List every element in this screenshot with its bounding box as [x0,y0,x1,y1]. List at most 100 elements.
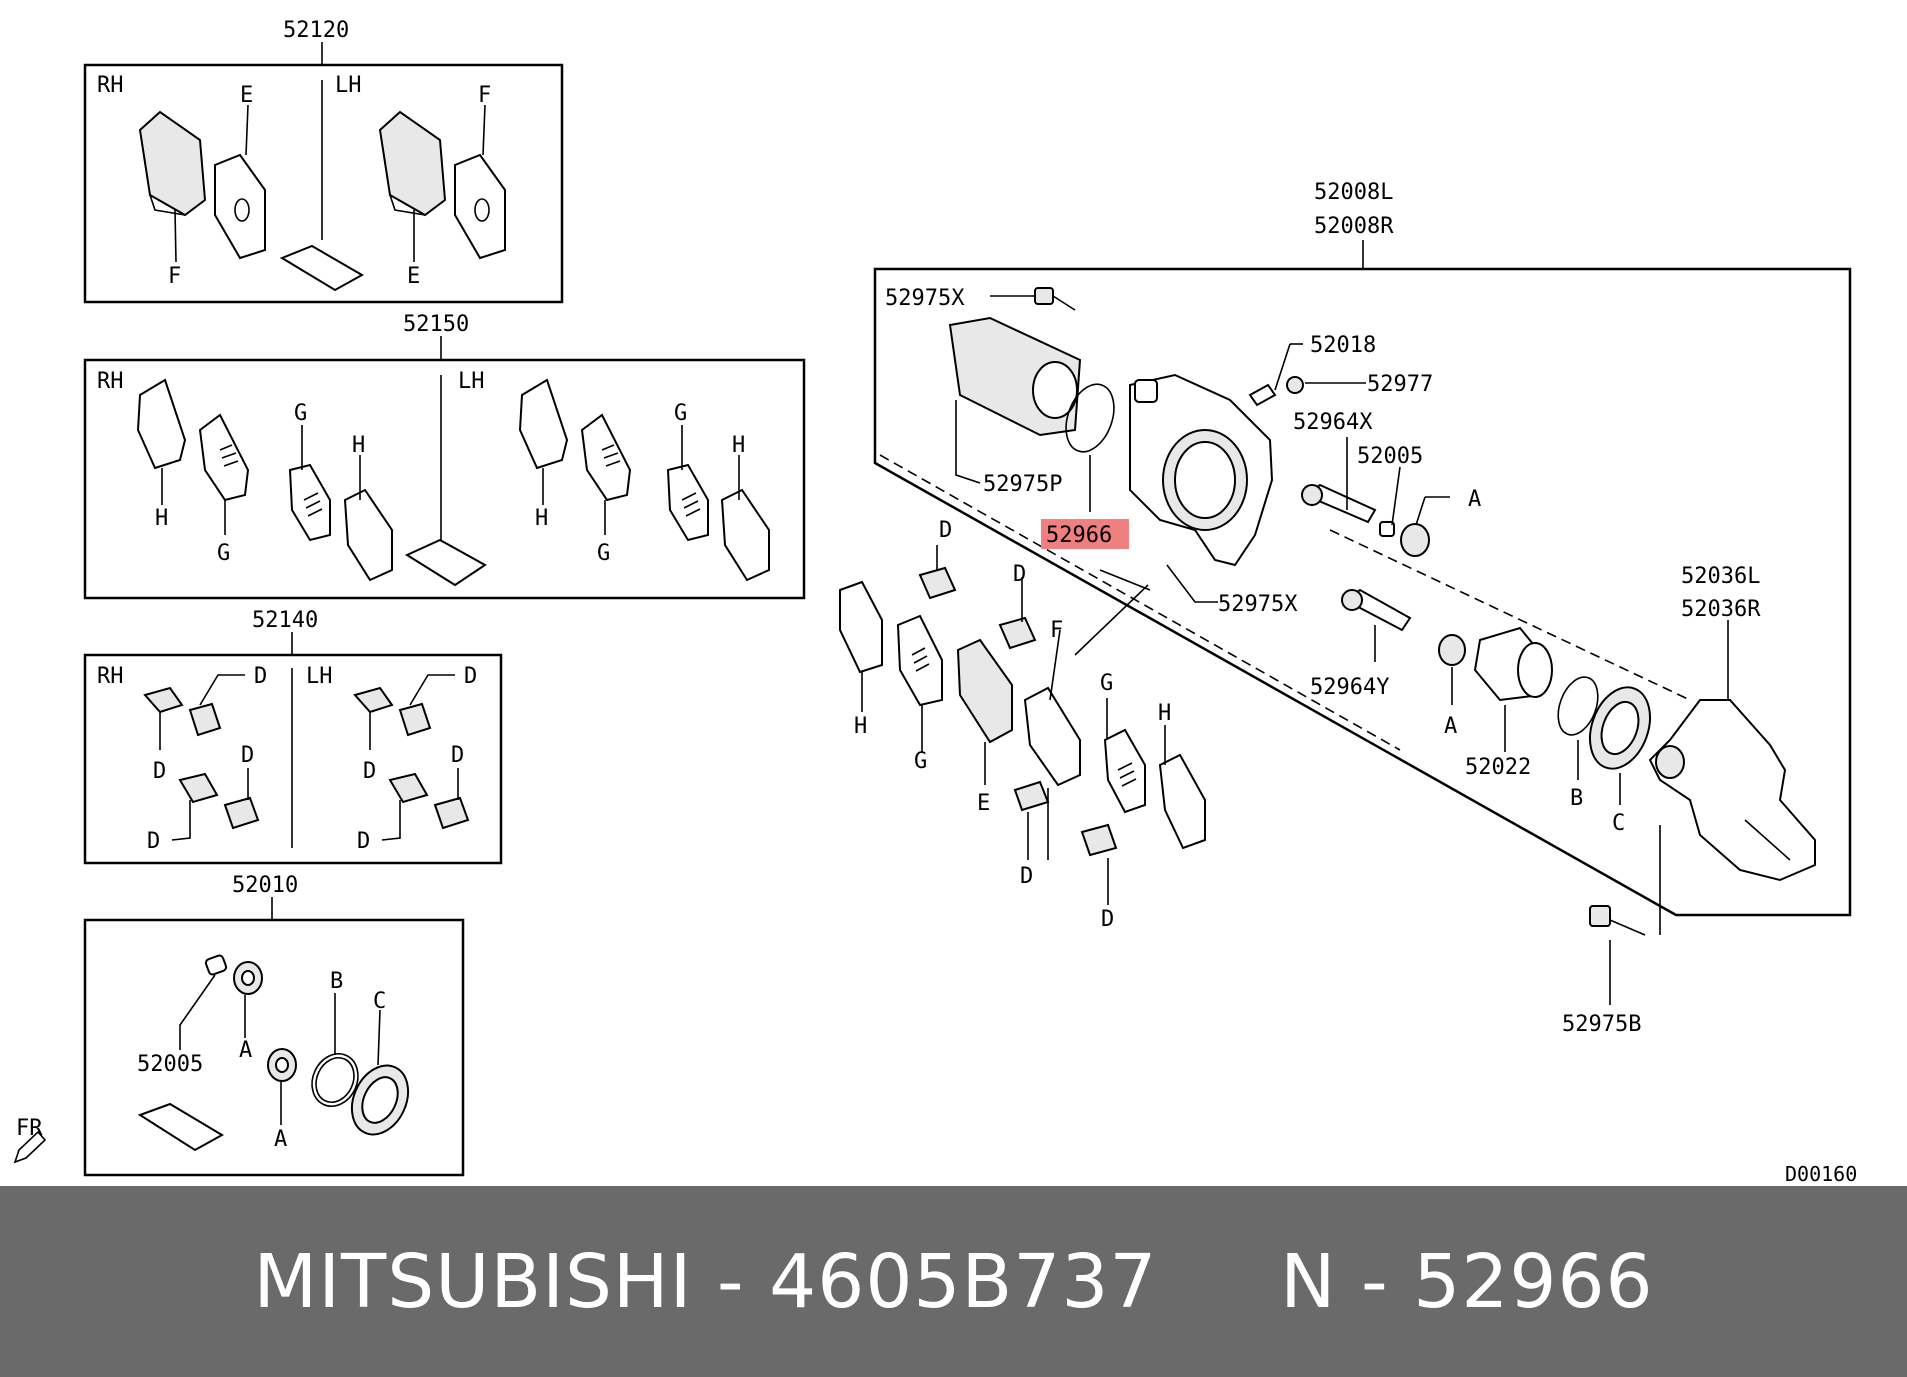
highlighted-part-number: 52966 [1046,523,1112,548]
part-number: 52964Y [1310,675,1389,700]
callout-letter: A [239,1038,252,1063]
callout-letter: H [732,433,745,458]
brake-pad-shim-icon [214,153,266,260]
spacer [1158,1239,1281,1325]
separator: - [1336,1238,1414,1325]
rh-label: RH [97,664,124,689]
piston-boot-icon [1589,686,1651,770]
callout-letter: F [478,83,491,108]
arrow-icon [13,1130,47,1164]
group-frame [83,358,806,600]
piston-seal-icon [1557,676,1599,736]
parts-diagram: 52120 RH LH E F F [13,18,1857,1186]
part-number: 52975B [1562,1012,1641,1037]
part-number: 52022 [1465,755,1531,780]
callout-letter: D [939,518,952,543]
piston-boot-icon [350,1064,410,1136]
brake-pad-icon [138,110,207,217]
pad-shim-set-icon [839,580,1206,850]
callout-letter: H [352,433,365,458]
callout-letter: C [1612,811,1625,836]
grease-packet-icon [279,244,365,292]
part-number: 52036R [1681,597,1761,622]
part-number: 52005 [1357,444,1423,469]
assembly-number-l: 52008L [1314,180,1393,205]
callout-letter: A [1468,487,1481,512]
group-frame [83,653,503,865]
front-direction-marker: FR [13,1116,47,1164]
callout-letter: G [674,401,687,426]
callout-letter: D [241,743,254,768]
anti-squeal-shim-icon [518,378,632,502]
assembly-frame [873,267,1852,917]
callout-letter: G [597,541,610,566]
callout-letter: E [407,264,420,289]
callout-letter: D [254,664,267,689]
callout-letter: H [155,506,168,531]
lh-label: LH [306,664,333,689]
callout-letter: G [914,749,927,774]
anti-squeal-shim-icon [288,463,393,582]
callout-letter: B [330,969,343,994]
pad-clip-icon [143,686,470,830]
part-number: 52975P [983,472,1062,497]
callout-letter: D [1020,864,1033,889]
part-number: 52036L [1681,564,1760,589]
part-number: 52975X [885,286,965,311]
callout-letter: E [977,791,990,816]
group-frame [83,63,564,304]
rh-label: RH [97,73,124,98]
callout-letter: G [294,401,307,426]
part-number: 52005 [137,1052,203,1077]
guide-bush-icon [204,954,263,995]
callout-letter: D [357,829,370,854]
brake-pad-shim-icon [454,153,506,260]
grease-packet-icon [404,538,487,587]
part-number: 52975X [1218,592,1298,617]
callout-letter: D [147,829,160,854]
brand-name: MITSUBISHI [253,1238,693,1325]
callout-letter: D [363,759,376,784]
piston-seal-icon [311,1053,359,1107]
callout-letter: F [168,264,181,289]
caliper-body-icon [948,316,1274,567]
pad-clip-icon [918,566,1118,857]
mounting-bolt-icon [1034,287,1076,311]
group-number: 52010 [232,873,298,898]
anti-squeal-shim-icon [666,463,770,582]
rh-label: RH [97,369,124,394]
guide-boot-icon [267,1048,297,1082]
bleeder-screw-icon [1248,376,1304,407]
callout-letter: D [451,743,464,768]
piston-icon [1473,626,1553,702]
part-number: 4605B737 [769,1238,1158,1325]
group-number: 52120 [283,18,349,43]
callout-letter: H [535,506,548,531]
diagram-reference: 52966 [1413,1238,1654,1325]
callout-letter: H [1158,701,1171,726]
callout-letter: G [217,541,230,566]
callout-letter: D [153,759,166,784]
group-52150: 52150 RH LH [83,312,806,600]
lh-label: LH [458,369,485,394]
callout-letter: H [854,714,867,739]
grease-packet-icon [137,1102,225,1152]
callout-letter: F [1050,618,1063,643]
assembly-number-r: 52008R [1314,214,1394,239]
group-52010: 52010 52005 A B C A [83,873,465,1177]
callout-letter: C [373,989,386,1014]
part-number: 52977 [1367,372,1433,397]
group-number: 52150 [403,312,469,337]
separator: - [692,1238,770,1325]
group-52120: 52120 RH LH E F F [83,18,564,304]
callout-letter: G [1100,671,1113,696]
callout-letter: D [1101,907,1114,932]
callout-letter: E [240,83,253,108]
brake-pad-icon [378,110,447,217]
highlight-marker [1041,519,1129,549]
callout-letter: B [1570,786,1583,811]
callout-letter: D [1013,562,1026,587]
bush-icon [1379,521,1466,666]
callout-letter: A [1444,714,1457,739]
diagram-code: D00160 [1785,1162,1857,1186]
